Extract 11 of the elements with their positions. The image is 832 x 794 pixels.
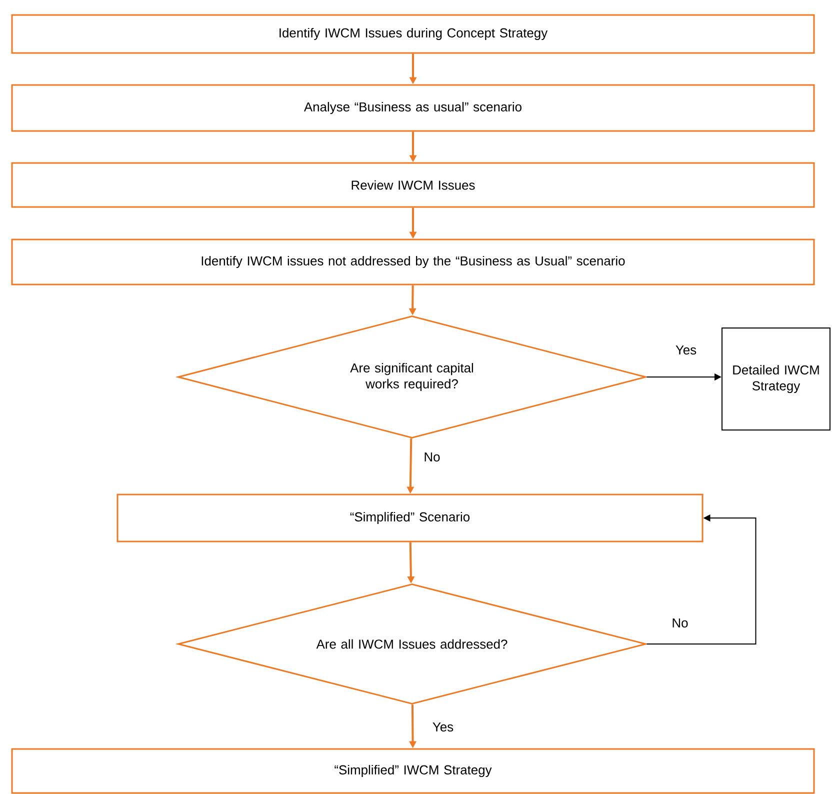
process-box: Analyse “Business as usual” scenario <box>11 84 815 132</box>
process-box: Review IWCM Issues <box>11 162 815 208</box>
process-box: “Simplified” IWCM Strategy <box>11 748 815 794</box>
edge-label: No <box>670 617 690 629</box>
process-box: Detailed IWCM Strategy <box>722 328 830 430</box>
process-box: Identify IWCM Issues during Concept Strategy <box>11 14 815 54</box>
edge-label: Yes <box>674 344 698 356</box>
process-box: Identify IWCM issues not addressed by the “Business as Usual” scenario <box>11 238 815 286</box>
edge-label: No <box>422 451 442 463</box>
process-box: “Simplified” Scenario <box>116 494 704 542</box>
edge-label: Yes <box>431 721 455 733</box>
